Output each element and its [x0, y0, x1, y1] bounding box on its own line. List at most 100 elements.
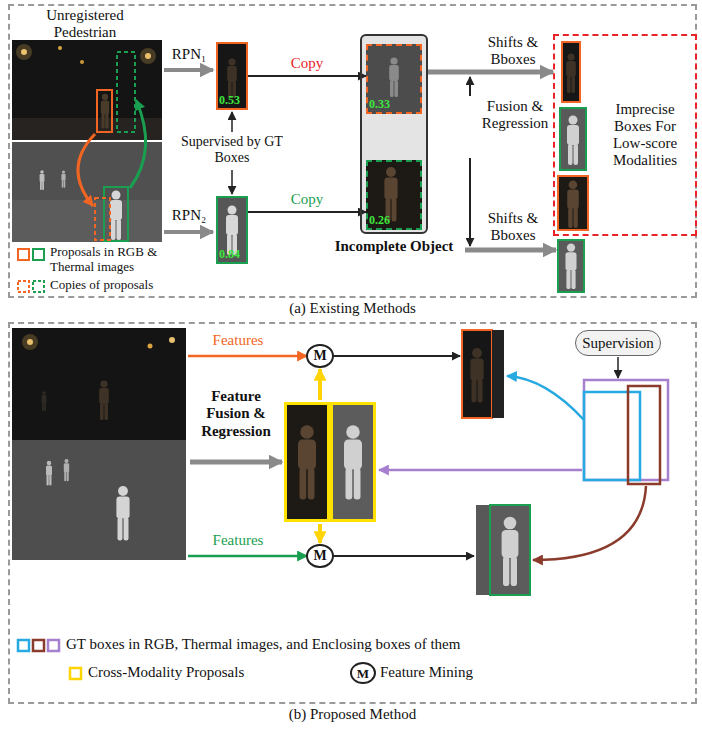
legend-sample: [18, 249, 29, 260]
node-text: (a) Existing Methods: [10, 300, 695, 317]
node-text: 0.26: [369, 214, 390, 228]
cross-modality-proposal: [332, 404, 375, 521]
rgb-image: [12, 40, 162, 140]
pedestrian: [566, 53, 576, 93]
street-light: [145, 53, 151, 59]
rpn-arrow: [164, 230, 213, 234]
street-light: [21, 49, 27, 55]
legend-sample: [48, 640, 59, 651]
legend-sample: [70, 668, 81, 679]
incomplete-object-fill: [360, 34, 428, 234]
connector: [428, 70, 553, 75]
pedestrian: [40, 170, 45, 190]
output-crop: [462, 330, 492, 418]
legend-sample: [33, 281, 44, 292]
node-text: 0.53: [219, 94, 240, 108]
pedestrian: [389, 57, 399, 97]
legend-text: Cross-Modality Proposals: [88, 664, 308, 681]
rgb-proposal-copy: [95, 198, 110, 240]
proposal-arrow: [318, 524, 322, 543]
fusion-arrow: [469, 158, 471, 246]
thermal-image: [12, 142, 162, 242]
edge-label: Copy: [281, 55, 333, 72]
pedestrian: [565, 243, 576, 289]
proposal-arrow: [318, 369, 322, 400]
feature-arrow: [188, 555, 307, 558]
street-light: [27, 339, 33, 345]
supervision-arrow: [231, 170, 233, 194]
shift-arrow: [465, 248, 556, 253]
feature-mining-circle: M: [350, 662, 376, 684]
node-text: 0.33: [369, 98, 390, 112]
feature-mining-circle: M: [306, 544, 333, 568]
feature-arrow: [188, 355, 307, 358]
pedestrian: [46, 461, 52, 486]
supervision-arrow: [231, 112, 233, 132]
street-light-glow: [16, 44, 32, 60]
module-name: RPN₂: [166, 207, 212, 224]
pedestrian: [42, 391, 47, 411]
connector: [248, 75, 366, 77]
edge-label: Shifts & Bboxes: [475, 34, 551, 69]
legend-text: Copies of proposals: [50, 278, 200, 293]
pedestrian: [116, 486, 129, 540]
output-arrow: [334, 555, 474, 557]
gt-arrow: [379, 469, 582, 472]
rgb-gt-box: [584, 392, 640, 480]
node-text: (b) Proposed Method: [10, 706, 695, 723]
output-crop: [490, 505, 530, 595]
connector: [248, 211, 366, 213]
proposal-crop: 0.84: [216, 196, 248, 264]
cross-modality-crop: [330, 402, 376, 522]
pedestrian: [61, 170, 65, 187]
proposal-copy: 0.33: [366, 44, 422, 114]
gt-arrow: [507, 376, 584, 420]
rgb-crop: [216, 42, 248, 110]
thermal-copy-crop: [366, 44, 422, 114]
pedestrian: [502, 517, 519, 586]
step-name: Feature Fusion & Regression: [190, 388, 282, 440]
stream-name: Features: [200, 332, 276, 349]
cross-modality-proposal: [286, 404, 329, 521]
proposal-crop: 0.53: [216, 42, 248, 110]
pedestrian: [567, 180, 579, 228]
step-name: Shifts & Bboxes: [476, 210, 550, 245]
copy-arrow: [130, 100, 146, 188]
legend-text: Feature Mining: [380, 664, 540, 681]
street-light: [80, 60, 84, 64]
stream-name: Features: [200, 532, 276, 549]
thermal-gt-box: [628, 386, 660, 484]
edge-label: Copy: [281, 191, 333, 208]
imprecise-box-group: Imprecise Boxes For Low-score Modalities: [553, 34, 697, 236]
node-text: Imprecise Boxes For Low-score Modalities: [597, 101, 693, 170]
pedestrian: [99, 380, 109, 420]
rgb-image: [12, 328, 186, 440]
street-light: [148, 344, 153, 349]
rpn-arrow: [164, 68, 213, 72]
thermal-ground: [12, 200, 162, 242]
feature-mining-circle: M: [306, 344, 333, 368]
proposal-copy: 0.26: [366, 160, 422, 230]
legend-sample: [33, 249, 44, 260]
legend-sample: [18, 281, 29, 292]
street-light: [58, 46, 62, 50]
street-light-glow: [140, 48, 156, 64]
pedestrian: [470, 348, 483, 402]
rgb-ground: [12, 118, 162, 140]
legend-sample: [18, 640, 29, 651]
output-crop: [560, 108, 586, 170]
thermal-proposal: [104, 187, 128, 241]
legend-text: Proposals in RGB & Thermal images: [50, 245, 160, 275]
node-text: 0.84: [219, 248, 240, 262]
node-text: Incomplete Object: [335, 238, 454, 255]
annotation: Supervised by GT Boxes: [180, 134, 284, 166]
annotation: Unregistered Pedestrian: [35, 7, 135, 42]
fusion-arrow: [469, 77, 471, 96]
pedestrian: [344, 425, 362, 499]
pedestrian: [567, 116, 579, 166]
node-text: M: [313, 549, 326, 563]
node-text: Supervision: [582, 336, 654, 351]
